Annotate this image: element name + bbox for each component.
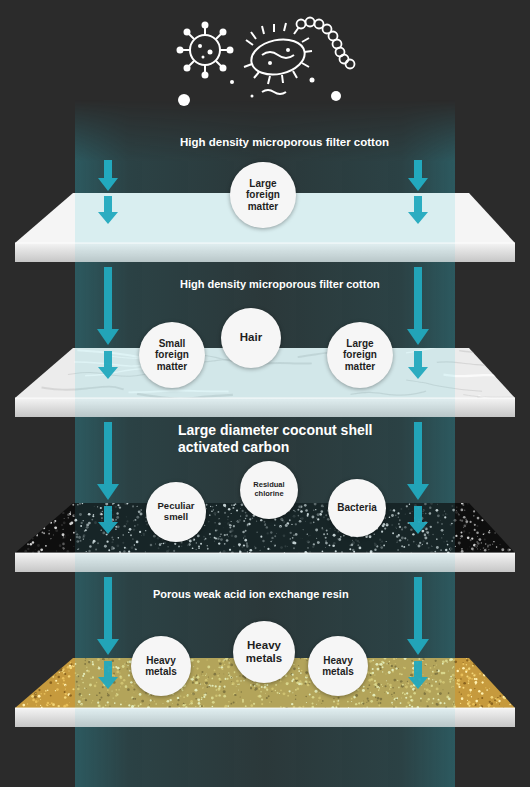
layer-heading: Porous weak acid ion exchange resin xyxy=(153,588,453,601)
item-label: Hair xyxy=(240,331,262,344)
flow-arrow xyxy=(98,196,118,224)
item-label: Large foreign matter xyxy=(239,178,287,213)
layer-heading-slot: High density microporous filter cotton xyxy=(180,278,480,291)
flow-arrow xyxy=(414,267,422,330)
filter-layer: High density microporous filter cottonLa… xyxy=(15,193,515,262)
item-label: Bacteria xyxy=(337,502,376,514)
item-circle: Peculiar smell xyxy=(146,482,206,542)
slab-edge-tint xyxy=(75,398,455,417)
slab-texture xyxy=(42,344,530,403)
flow-arrow xyxy=(98,351,118,379)
item-circle: Heavy metals xyxy=(308,636,368,696)
flow-arrow xyxy=(408,351,428,379)
item-circle: Bacteria xyxy=(328,479,386,537)
slab-edge-tint xyxy=(75,243,455,262)
flow-arrow xyxy=(104,267,112,330)
flow-arrow xyxy=(408,661,428,689)
slab-edge xyxy=(15,398,515,417)
flow-arrow xyxy=(98,661,118,689)
item-label: Peculiar smell xyxy=(152,501,200,523)
filter-layer: High density microporous filter cottonSm… xyxy=(15,348,515,417)
item-label: Small foreign matter xyxy=(147,338,197,373)
slab-edge-line xyxy=(15,553,515,554)
virus-icon xyxy=(178,23,233,78)
item-label: Large foreign matter xyxy=(335,338,385,373)
layer-heading: High density microporous filter cotton xyxy=(180,278,480,291)
item-label: Residual chlorine xyxy=(246,481,292,498)
slab-edge-tint xyxy=(75,708,455,727)
slab-edge xyxy=(15,708,515,727)
slab-edge-tint xyxy=(75,553,455,572)
item-circle: Heavy metals xyxy=(233,621,296,684)
item-circle: Hair xyxy=(221,308,281,368)
slab-edge xyxy=(15,553,515,572)
slab-edge-line xyxy=(15,243,515,244)
flow-arrow xyxy=(414,577,422,640)
flow-arrow xyxy=(408,196,428,224)
flow-arrow xyxy=(104,422,112,485)
chain-icon xyxy=(297,18,355,69)
flow-arrow xyxy=(98,160,118,191)
light-band xyxy=(75,100,455,787)
item-circle: Residual chlorine xyxy=(240,461,298,519)
slab-edge xyxy=(15,243,515,262)
layer-heading-slot: Porous weak acid ion exchange resin xyxy=(153,588,453,601)
flow-arrow xyxy=(98,506,118,534)
bacterium-icon xyxy=(244,23,312,84)
flow-arrow xyxy=(408,160,428,191)
filter-layer: Large diameter coconut shell activated c… xyxy=(15,503,515,572)
layer-heading-slot: Large diameter coconut shell activated c… xyxy=(178,422,418,456)
item-label: Heavy metals xyxy=(239,639,289,665)
flow-arrow xyxy=(414,422,422,485)
item-label: Heavy metals xyxy=(314,655,362,678)
particle-dots xyxy=(178,78,341,107)
filter-layer: Porous weak acid ion exchange resinHeavy… xyxy=(15,658,515,727)
item-circle: Heavy metals xyxy=(131,636,191,696)
item-circle: Large foreign matter xyxy=(230,162,295,227)
slab-edge-line xyxy=(15,398,515,399)
layer-heading: Large diameter coconut shell activated c… xyxy=(178,422,418,456)
flow-arrow xyxy=(104,577,112,640)
slab-edge-line xyxy=(15,708,515,709)
layer-heading: High density microporous filter cotton xyxy=(180,136,480,150)
layer-heading-slot: High density microporous filter cotton xyxy=(180,136,480,150)
item-label: Heavy metals xyxy=(137,655,185,678)
flow-arrow xyxy=(408,506,428,534)
